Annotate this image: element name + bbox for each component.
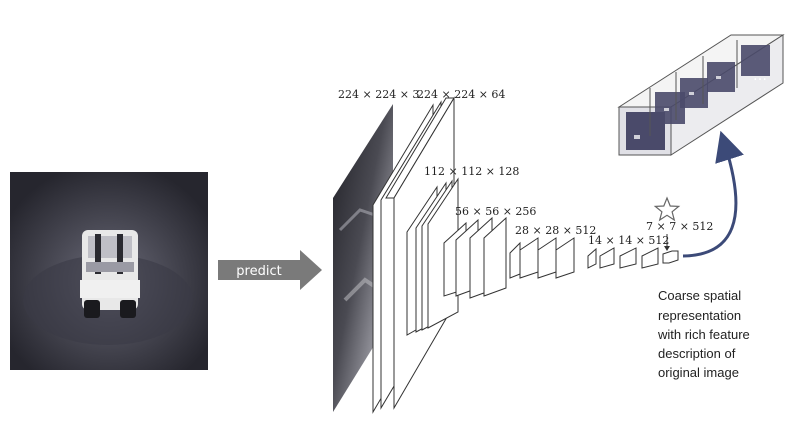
caption-line: original image <box>658 365 739 380</box>
layer-conv3 <box>443 216 507 299</box>
star-pointer-head <box>664 246 670 251</box>
feature-map-strip: … <box>617 34 785 156</box>
caption-line: Coarse spatial <box>658 288 741 303</box>
feature-map-ellipsis: … <box>753 68 767 84</box>
layer-conv2 <box>406 177 459 336</box>
layer-label-224x224x3: 224 × 224 × 3 <box>338 88 419 101</box>
feature-cell <box>655 92 685 124</box>
layer-label-14x14x512: 14 × 14 × 512 <box>588 234 669 247</box>
layer-label-224x224x64: 224 × 224 × 64 <box>417 88 505 101</box>
input-image <box>10 172 208 370</box>
layer-conv1 <box>372 96 455 414</box>
caption: Coarse spatial representation with rich … <box>657 288 750 380</box>
star-icon <box>653 196 681 222</box>
layer-label-7x7x512: 7 × 7 × 512 <box>646 220 713 233</box>
layer-pool5 <box>662 250 679 264</box>
predict-label: predict <box>236 264 281 279</box>
layer-conv5 <box>587 247 659 269</box>
curved-arrow <box>682 130 744 258</box>
layer-label-56x56x256: 56 × 56 × 256 <box>455 205 536 218</box>
layer-label-28x28x512: 28 × 28 × 512 <box>515 224 596 237</box>
caption-line: description of <box>658 346 736 361</box>
feature-cell <box>741 45 770 76</box>
predict-arrow: predict <box>218 250 322 290</box>
caption-line: with rich feature <box>657 327 750 342</box>
caption-line: representation <box>658 308 741 323</box>
layer-conv4 <box>509 237 575 279</box>
layer-label-112x112x128: 112 × 112 × 128 <box>424 165 519 178</box>
